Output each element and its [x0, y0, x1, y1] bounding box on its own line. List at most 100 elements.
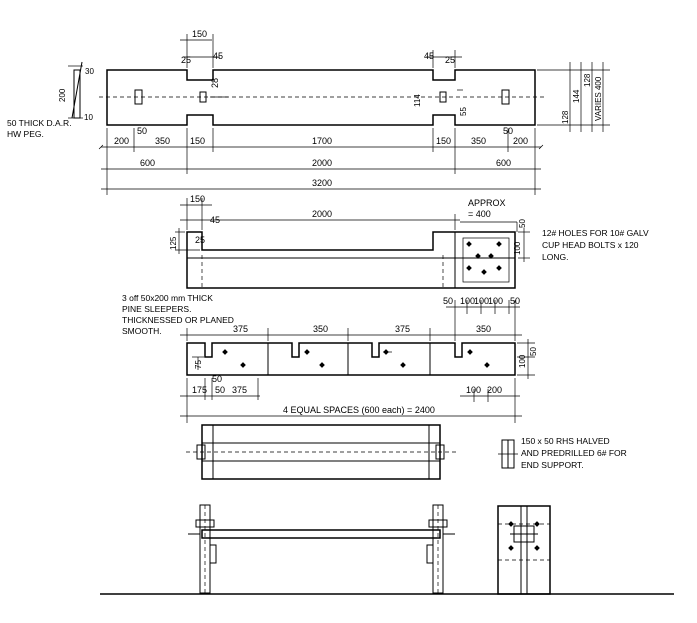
sleeper-bottom-50b: 50: [215, 385, 225, 395]
sleeper-dim-75: 75: [194, 360, 203, 369]
sleeper-dim-100: 100: [518, 354, 527, 368]
plan-dim-3200: 3200: [312, 178, 332, 188]
bench-side-elevation: [497, 505, 551, 595]
plan-top-dim-lines: [180, 34, 462, 98]
sleeper-outline: [186, 342, 516, 376]
sleeper-bottom-175: 175: [192, 385, 207, 395]
plan-dim-25-right: 25: [445, 55, 455, 65]
sleeper-top-dim-100a: 100: [460, 296, 475, 306]
sleeper-bottom-50a: 50: [212, 374, 222, 384]
sleeper-note-line2: PINE SLEEPERS.: [122, 304, 191, 314]
rhs-symbol: [498, 439, 518, 469]
bench-plan-view: [186, 424, 458, 480]
side-outline: [497, 505, 551, 595]
holes-note-line1: 12# HOLES FOR 10# GALV: [542, 228, 649, 238]
plan-dim-150-left: 150: [190, 136, 205, 146]
plan-outline: [106, 69, 536, 126]
plan-dim-200-left: 200: [114, 136, 129, 146]
bolt-holes: [466, 241, 502, 275]
peg-dim-200: 200: [58, 88, 67, 102]
hw-peg: [68, 61, 83, 119]
sleeper-seg-350b: 350: [476, 324, 491, 334]
plan-dim-25-left: 25: [181, 55, 191, 65]
plan-dim-varies: VARIES 400: [594, 76, 603, 121]
sleeper-seg-350a: 350: [313, 324, 328, 334]
elevation-outline: [186, 231, 516, 289]
sleeper-note-line4: SMOOTH.: [122, 326, 162, 336]
bench-clamp-right: [428, 519, 448, 528]
plan-dim-55: 55: [459, 107, 468, 116]
plan-dim-128b: 128: [583, 73, 592, 87]
plan-dim-128a: 128: [561, 110, 570, 124]
plan-dim-144: 144: [572, 89, 581, 103]
sleeper-note: 3 off 50x200 mm THICK PINE SLEEPERS. THI…: [122, 293, 234, 336]
elevation-dim-2000: 2000: [312, 209, 332, 219]
elevation-dim-45: 45: [210, 215, 220, 225]
sleeper-bottom-200: 200: [487, 385, 502, 395]
plan-slot-right: [501, 89, 510, 105]
sleeper-dim-50: 50: [529, 347, 538, 356]
plan-slot-inner-right: [439, 91, 447, 103]
plan-dim-chains: [98, 128, 544, 195]
sleeper-top-dim-100b: 100: [474, 296, 489, 306]
plan-slot-inner-left: [199, 91, 207, 103]
sleeper-bolts: [222, 349, 490, 368]
elevation-dim-25: 25: [195, 235, 205, 245]
sleeper-seg-375b: 375: [395, 324, 410, 334]
elevation-view: 150 45 25 125 2000 APPROX = 400 50 100 1…: [169, 194, 649, 289]
rhs-note-line3: END SUPPORT.: [521, 460, 584, 470]
sleeper-top-dim-50b: 50: [510, 296, 520, 306]
sleeper-equal-spaces: 4 EQUAL SPACES (600 each) = 2400: [283, 405, 435, 415]
elevation-dim-lines: [175, 198, 530, 262]
plan-dim-200-right: 200: [513, 136, 528, 146]
plan-dim-2000: 2000: [312, 158, 332, 168]
plan-dim-1700: 1700: [312, 136, 332, 146]
plan-dim-150-right: 150: [436, 136, 451, 146]
sleeper-seg-375a: 375: [233, 324, 248, 334]
plan-right-dim-lines: [537, 62, 610, 132]
elevation-approx-value: = 400: [468, 209, 491, 219]
plan-dim-150-top: 150: [192, 29, 207, 39]
holes-note-line2: CUP HEAD BOLTS x 120: [542, 240, 639, 250]
elevation-dim-100: 100: [513, 241, 522, 255]
sleeper-top-dim-100c: 100: [488, 296, 503, 306]
sleeper-bottom-375: 375: [232, 385, 247, 395]
plan-dim-45-left: 45: [213, 51, 223, 61]
rhs-note-line1: 150 x 50 RHS HALVED: [521, 436, 610, 446]
peg-dim-30: 30: [85, 67, 94, 76]
plan-dim-600-right: 600: [496, 158, 511, 168]
sleeper-top-dim-50a: 50: [443, 296, 453, 306]
plan-dim-50-right: 50: [503, 126, 513, 136]
elevation-dim-50: 50: [518, 219, 527, 228]
plan-view: 150 25 45 28 45 25 114 55 30 200 10 50 T…: [7, 29, 610, 195]
plan-dim-45-right: 45: [424, 51, 434, 61]
elevation-approx-label: APPROX: [468, 198, 506, 208]
plan-dim-50-left: 50: [137, 126, 147, 136]
sleeper-dim-lines: [180, 300, 535, 423]
bench-clamp-left: [195, 519, 215, 528]
side-bolts: [508, 521, 540, 551]
rhs-note-line2: AND PREDRILLED 6# FOR: [521, 448, 627, 458]
bolt-plate: [462, 237, 510, 283]
bench-plan-support-right: [435, 444, 445, 460]
holes-note-line3: LONG.: [542, 252, 568, 262]
plan-dim-600-left: 600: [140, 158, 155, 168]
bench-brace-right: [426, 544, 434, 564]
peg-note-line2: HW PEG.: [7, 129, 44, 139]
plan-dim-28: 28: [210, 78, 220, 88]
peg-dim-10: 10: [84, 113, 93, 122]
bench-seat: [201, 529, 441, 539]
elevation-dim-150: 150: [190, 194, 205, 204]
peg-note-line1: 50 THICK D.A.R.: [7, 118, 72, 128]
plan-dim-350-right: 350: [471, 136, 486, 146]
bench-front-elevation: [188, 504, 455, 594]
plan-slot-left: [134, 89, 143, 105]
sleeper-note-line1: 3 off 50x200 mm THICK: [122, 293, 213, 303]
elevation-dim-125: 125: [169, 236, 178, 250]
bench-plan-support-left: [196, 444, 206, 460]
sleeper-note-line3: THICKNESSED OR PLANED: [122, 315, 234, 325]
sleeper-bottom-100: 100: [466, 385, 481, 395]
sleeper-elevation: 50 100 100 100 50 375 350 375 350 75 100…: [180, 296, 538, 423]
plan-dim-350-left: 350: [155, 136, 170, 146]
